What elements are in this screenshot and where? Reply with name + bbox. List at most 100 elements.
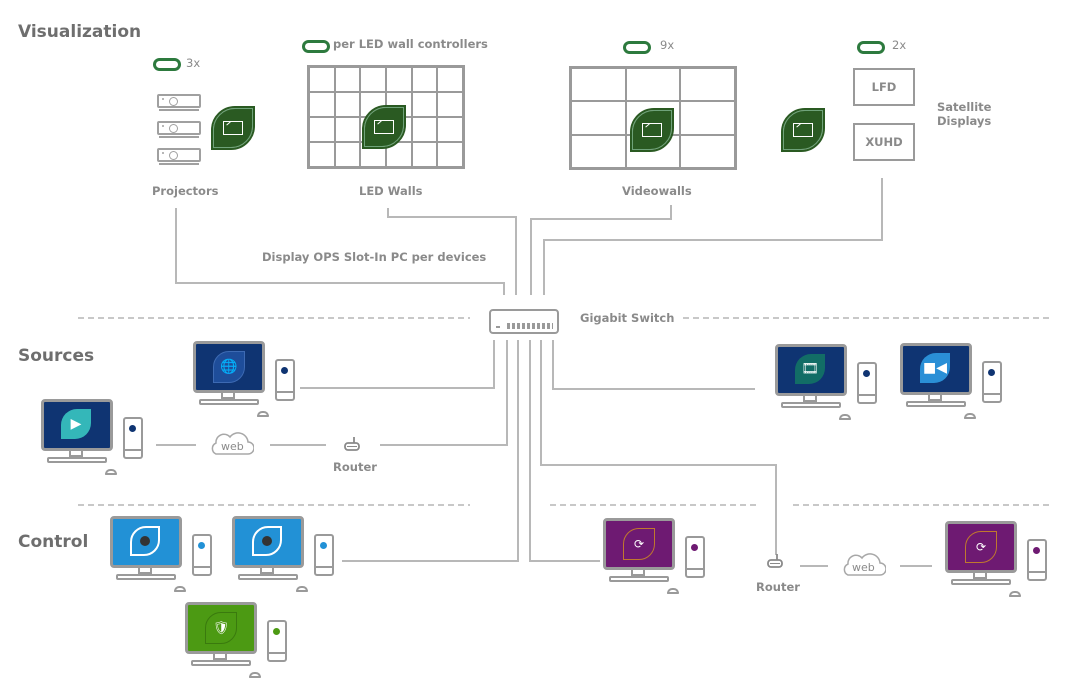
line-satellite-switch	[543, 178, 883, 295]
gigabit-switch-label: Gigabit Switch	[580, 311, 675, 325]
display-tile	[437, 92, 463, 117]
projector-icon	[157, 94, 201, 111]
display-tile	[437, 142, 463, 167]
monitor: 🎞	[775, 344, 847, 396]
pc-tower	[267, 620, 287, 662]
projectors-label: Projectors	[152, 184, 219, 198]
line-ledwalls-switch	[387, 208, 517, 295]
projector-icon	[157, 148, 201, 165]
control-pc-collaboration-local[interactable]: ⟳	[603, 518, 733, 608]
display-tile	[680, 134, 735, 168]
ops-label: Display OPS Slot-In PC per devices	[262, 250, 487, 264]
display-tile	[437, 117, 463, 142]
display-tile	[411, 142, 438, 167]
led-walls-count: per LED wall controllers	[333, 37, 488, 51]
control-swirl-icon	[252, 526, 282, 556]
monitor: ⟳	[603, 518, 675, 570]
web-label: web	[221, 440, 244, 453]
display-tile	[411, 92, 438, 117]
display-pc-icon	[362, 105, 406, 149]
line-switch-control	[342, 340, 519, 562]
source-pc-video-call[interactable]: ■◀	[900, 343, 1030, 433]
source-pc-video-editor[interactable]: 🎞	[775, 344, 905, 434]
source-pc-web-streaming[interactable]: 🌐	[193, 341, 323, 431]
monitor: ▶	[41, 399, 113, 451]
led-walls-label: LED Walls	[359, 184, 423, 198]
display-tile	[385, 142, 412, 167]
router-label: Router	[333, 460, 377, 474]
screen-play-icon: ▶	[61, 409, 91, 439]
display-pc-icon	[781, 108, 825, 152]
line-switch-collab	[529, 340, 600, 562]
line-videowalls-switch	[530, 205, 672, 295]
monitor: 🌐	[193, 341, 265, 393]
controller-pill-icon	[302, 40, 330, 53]
controller-pill-icon	[857, 41, 885, 54]
control-pc-operator-1[interactable]	[110, 516, 240, 606]
web-label-remote: web	[852, 561, 875, 574]
line-switch-router	[380, 340, 508, 446]
control-swirl-icon	[130, 526, 160, 556]
pc-tower	[123, 417, 143, 459]
display-tile	[309, 117, 335, 142]
monitor: ⟳	[945, 521, 1017, 573]
line-projectors-switch	[175, 208, 505, 295]
collaboration-users-icon: ⟳	[623, 528, 655, 560]
web-cloud-icon	[211, 432, 254, 455]
pc-tower	[982, 361, 1002, 403]
display-tile	[334, 67, 361, 92]
display-pc-icon	[630, 108, 674, 152]
controller-pill-icon	[623, 41, 651, 54]
satellite-label-line1: Satellite	[937, 100, 992, 114]
display-tile	[680, 101, 735, 135]
pc-tower	[1027, 539, 1047, 581]
display-tile	[571, 134, 626, 168]
projector-icon	[157, 121, 201, 138]
monitor: 🛡	[185, 602, 257, 654]
pc-tower	[192, 534, 212, 576]
satellite-count: 2x	[892, 38, 907, 52]
monitor	[232, 516, 304, 568]
web-cloud-icon-remote	[843, 553, 886, 576]
display-tile	[385, 67, 412, 92]
display-tile	[309, 142, 335, 167]
collaboration-users-icon: ⟳	[965, 531, 997, 563]
control-pc-collaboration-remote[interactable]: ⟳	[945, 521, 1075, 611]
control-pc-operator-2[interactable]	[232, 516, 362, 606]
display-tile	[437, 67, 463, 92]
router-icon-remote	[767, 554, 783, 568]
monitor: ■◀	[900, 343, 972, 395]
xuhd-display: XUHD	[853, 123, 915, 161]
display-tile	[571, 101, 626, 135]
pc-tower	[685, 536, 705, 578]
display-tile	[334, 92, 361, 117]
display-tile	[411, 117, 438, 142]
monitor	[110, 516, 182, 568]
video-camera-icon: ■◀	[920, 353, 950, 383]
satellite-label: Satellite Displays	[937, 100, 991, 128]
router-icon	[344, 437, 360, 451]
source-pc-remote-media[interactable]: ▶	[41, 399, 171, 489]
pc-tower	[857, 362, 877, 404]
display-tile	[334, 117, 361, 142]
router-label-remote: Router	[756, 580, 800, 594]
section-title-control: Control	[18, 532, 89, 552]
shield-check-icon: 🛡	[205, 612, 237, 644]
display-tile	[411, 67, 438, 92]
pc-tower	[314, 534, 334, 576]
section-title-sources: Sources	[18, 346, 95, 366]
display-tile	[334, 142, 361, 167]
film-play-icon: 🎞	[795, 354, 825, 384]
display-tile	[571, 68, 626, 102]
display-tile	[625, 68, 681, 102]
line-switch-source-1	[300, 340, 495, 389]
display-tile	[360, 67, 386, 92]
projectors-count: 3x	[186, 56, 201, 70]
control-pc-admin[interactable]: 🛡	[185, 602, 315, 692]
line-switch-video-sources	[552, 340, 755, 390]
videowalls-label: Videowalls	[622, 184, 692, 198]
display-tile	[309, 67, 335, 92]
pc-tower	[275, 359, 295, 401]
satellite-label-line2: Displays	[937, 114, 992, 128]
